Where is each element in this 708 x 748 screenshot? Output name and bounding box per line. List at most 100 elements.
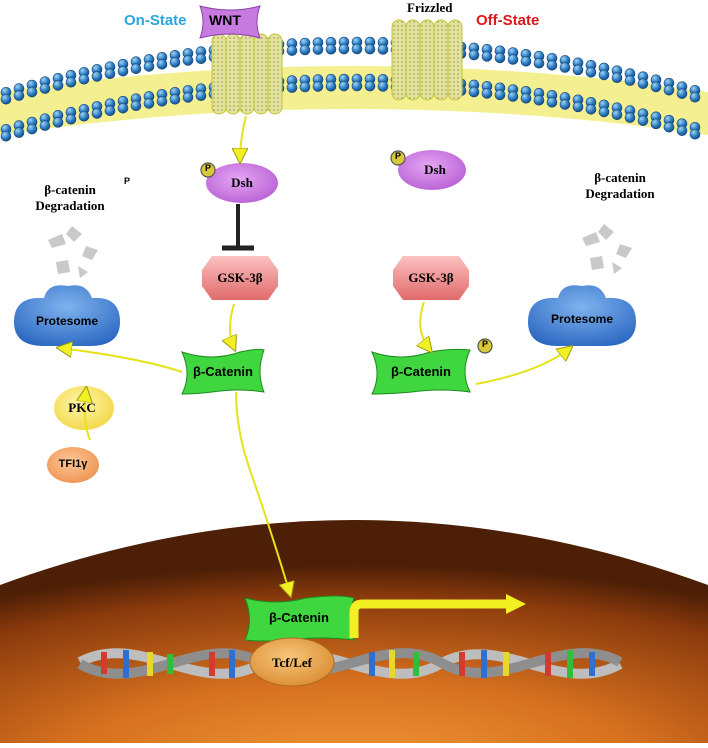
- cell-membrane: [0, 36, 708, 142]
- membrane-lipid-head: [26, 123, 38, 135]
- tcf-lef-label: Tcf/Lef: [272, 655, 312, 670]
- arrow-catenin-to-nucleus: [235, 391, 290, 594]
- membrane-lipid-head: [169, 56, 181, 68]
- membrane-lipid-head: [312, 44, 324, 55]
- membrane-lipid-head: [559, 99, 571, 110]
- membrane-lipid-head: [117, 102, 129, 114]
- membrane-lipid-head: [338, 80, 350, 92]
- membrane-lipid-head: [481, 51, 493, 62]
- membrane-lipid-head: [156, 95, 168, 107]
- membrane-lipid-head: [546, 59, 558, 71]
- wnt-ligand: [199, 5, 261, 39]
- membrane-lipid-head: [312, 81, 324, 92]
- catenin-right-label: β-Catenin: [391, 364, 451, 379]
- membrane-lipid-head: [130, 63, 142, 75]
- membrane-lipid-head: [52, 80, 64, 91]
- transcription-arrow-head: [506, 594, 526, 614]
- membrane-lipid-head: [65, 113, 77, 125]
- membrane-lipid-head: [494, 89, 506, 101]
- arrow-receptor-to-dsh: [240, 115, 246, 160]
- membrane-lipid-head: [520, 92, 532, 104]
- degradation-left-line1: β-catenin: [44, 182, 96, 197]
- membrane-lipid-head: [494, 52, 506, 64]
- degradation-right-line1: β-catenin: [594, 170, 646, 185]
- membrane-lipid-head: [507, 91, 519, 102]
- membrane-lipid-head: [637, 78, 649, 89]
- dsh-right: [398, 150, 466, 190]
- membrane-lipid-head: [598, 106, 610, 118]
- membrane-lipid-head: [468, 49, 480, 61]
- arrow-catenin-to-proteasome-left: [60, 348, 183, 373]
- membrane-lipid-head: [13, 90, 25, 101]
- membrane-lipid-head: [377, 81, 389, 92]
- on-state-label: On-State: [124, 12, 187, 29]
- membrane-lipid-head: [572, 101, 584, 113]
- frizzled-receptor-right: [391, 19, 463, 101]
- off-state-label: Off-State: [476, 12, 540, 29]
- membrane-lipid-head: [299, 44, 311, 56]
- membrane-lipid-head: [663, 84, 675, 96]
- wnt-label: WNT: [209, 12, 241, 28]
- membrane-lipid-head: [624, 112, 636, 123]
- membrane-lipid-head: [117, 65, 129, 77]
- membrane-lipid-head: [611, 72, 623, 84]
- membrane-lipid-head: [533, 57, 545, 69]
- membrane-lipid-head: [585, 104, 597, 115]
- membrane-lipid-head: [364, 43, 376, 55]
- membrane-lipid-head: [676, 88, 688, 99]
- membrane-lipid-head: [663, 121, 675, 133]
- proteasome-left-label: Protesome: [35, 314, 99, 328]
- catenin-nucleus-label: β-Catenin: [269, 610, 329, 625]
- membrane-lipid-head: [572, 64, 584, 76]
- membrane-lipid-head: [676, 125, 688, 136]
- membrane-lipid-head: [52, 117, 64, 128]
- membrane-lipid-head: [286, 82, 298, 93]
- membrane-lipid-head: [0, 93, 12, 105]
- dsh-right-label: Dsh: [424, 162, 446, 177]
- gsk-right-label: GSK-3β: [408, 270, 454, 285]
- membrane-lipid-head: [156, 58, 168, 70]
- membrane-lipid-head: [377, 44, 389, 55]
- membrane-lipid-head: [585, 67, 597, 78]
- membrane-lipid-head: [39, 83, 51, 94]
- membrane-lipid-head: [481, 88, 493, 99]
- membrane-lipid-head: [286, 45, 298, 56]
- arrow-tfi-to-pkc: [85, 390, 90, 441]
- gsk3b-right: [393, 256, 469, 300]
- membrane-lipid-head: [325, 43, 337, 55]
- proteasome-right-label: Protesome: [550, 312, 614, 326]
- dsh-left-label: Dsh: [231, 175, 253, 190]
- membrane-lipid-head: [104, 68, 116, 80]
- membrane-lipid-head: [91, 71, 103, 82]
- membrane-lipid-head: [507, 54, 519, 65]
- beta-catenin-left: [181, 348, 265, 395]
- membrane-lipid-head: [91, 108, 103, 119]
- membrane-lipid-head: [468, 86, 480, 98]
- membrane-lipid-head: [689, 128, 701, 140]
- membrane-lipid-head: [39, 120, 51, 131]
- membrane-lipid-head: [0, 130, 12, 142]
- membrane-lipid-head: [364, 80, 376, 92]
- membrane-lipid-head: [65, 76, 77, 88]
- membrane-lipid-head: [182, 92, 194, 103]
- membrane-lipid-head: [182, 55, 194, 66]
- degradation-fragments-right: [582, 224, 632, 274]
- catenin-left-label: β-Catenin: [193, 364, 253, 379]
- phospho-dsh-left: [200, 162, 216, 178]
- degradation-right-line2: Degradation: [585, 186, 655, 201]
- beta-catenin-nucleus: [244, 595, 355, 642]
- membrane-lipid-head: [78, 110, 90, 122]
- membrane-lipid-head: [325, 80, 337, 92]
- membrane-lipid-head: [624, 75, 636, 86]
- transcription-arrow-shaft: [349, 599, 506, 638]
- dsh-left: [206, 163, 278, 203]
- membrane-lipid-head: [130, 100, 142, 112]
- membrane-lipid-head: [169, 93, 181, 105]
- tcf-lef: [249, 637, 335, 687]
- membrane-lipid-head: [520, 55, 532, 67]
- phospho-dsh-right: [390, 150, 406, 166]
- membrane-lipid-head: [637, 115, 649, 126]
- phospho-label-catenin-right: P: [481, 339, 489, 349]
